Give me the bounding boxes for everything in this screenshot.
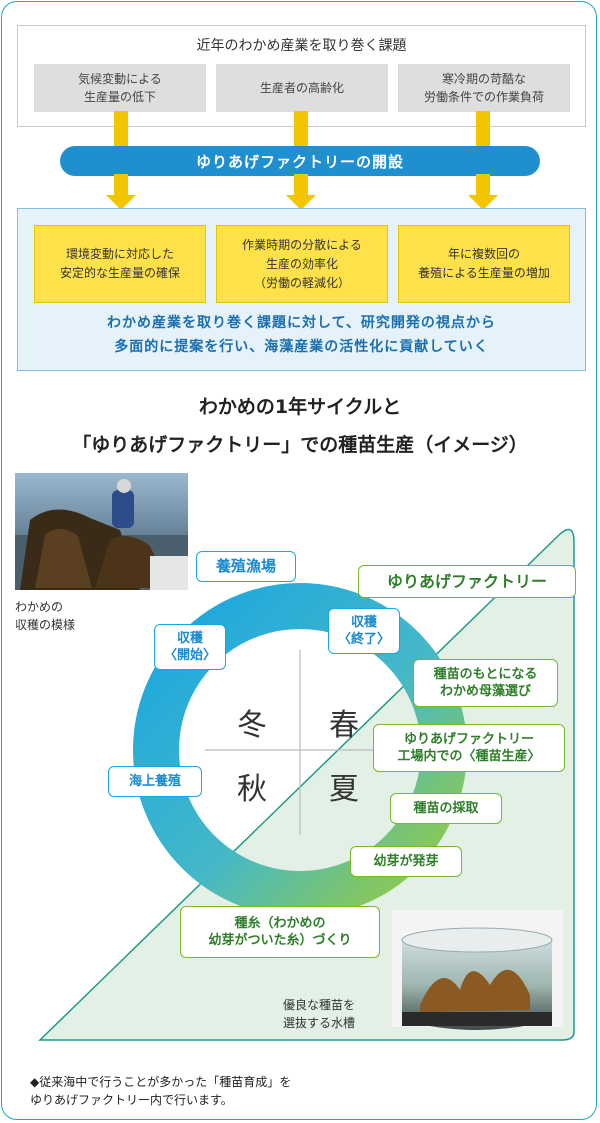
harvest-caption-line1: わかめの — [15, 600, 64, 614]
season-summer: 夏 — [329, 772, 359, 807]
seedling-line1: ゆりあげファクトリー — [403, 732, 534, 747]
harvest-end-label: 収穫〈終了〉 — [328, 608, 400, 654]
seedling-production-label: ゆりあげファクトリー工場内での〈種苗生産〉 — [373, 724, 565, 772]
footnote-line2: ゆりあげファクトリー内で行います。 — [30, 1093, 233, 1107]
issue-climate-line2: 生産量の低下 — [83, 90, 156, 104]
arrow-stem — [294, 174, 308, 196]
result-efficiency-line1: 作業時期の分散による — [242, 237, 362, 252]
arrow-down-icon — [106, 195, 136, 210]
issue-aging-line1: 生産者の高齢化 — [259, 81, 344, 95]
results-box: 環境変動に対応した安定的な生産量の確保 作業時期の分散による生産の効率化 （労働の… — [17, 208, 586, 371]
result-efficiency-line3: （労働の軽減化） — [253, 275, 350, 290]
tank-caption-line2: 選抜する水槽 — [283, 1016, 356, 1030]
harvest-start-line1: 収穫 — [176, 631, 203, 646]
issue-aging: 生産者の高齢化 — [216, 64, 388, 112]
harvest-end-line1: 収穫 — [350, 615, 377, 630]
issue-climate-line1: 気候変動による — [78, 72, 162, 86]
collection-label: 種苗の採取 — [390, 793, 502, 824]
harvest-end-line2: 〈終了〉 — [337, 632, 390, 647]
arrow-stem — [294, 111, 308, 149]
section-heading-line2: 「ゆりあげファクトリー」での種苗生産（イメージ） — [72, 434, 528, 456]
result-stable: 環境変動に対応した安定的な生産量の確保 — [34, 225, 206, 303]
season-autumn: 秋 — [237, 772, 267, 807]
tank-caption: 優良な種苗を 選抜する水槽 — [283, 996, 355, 1032]
summary-line1: わかめ産業を取り巻く課題に対して、研究開発の視点から — [107, 315, 496, 331]
harvest-start-label: 収穫〈開始〉 — [154, 624, 226, 670]
factory-opening-banner: ゆりあげファクトリーの開設 — [60, 146, 540, 176]
sea-culture-label: 海上養殖 — [108, 766, 202, 797]
harvest-caption: わかめの 収穫の模様 — [15, 598, 75, 634]
arrow-stem — [476, 174, 490, 196]
cycle-diagram — [15, 473, 575, 1041]
harvest-start-line2: 〈開始〉 — [163, 648, 216, 663]
mother-line1: 種苗のもとになる — [433, 667, 538, 682]
thread-line1: 種糸（わかめの — [234, 916, 326, 931]
arrow-stem — [114, 174, 128, 196]
harvest-photo — [15, 473, 188, 590]
result-multiple-line2: 養殖による生産量の増加 — [418, 266, 550, 280]
season-spring: 春 — [329, 708, 359, 743]
harvest-caption-line2: 収穫の模様 — [15, 618, 76, 632]
issues-title: 近年のわかめ産業を取り巻く課題 — [196, 38, 407, 54]
result-efficiency-line2: 生産の効率化 — [265, 256, 338, 271]
tank-caption-line1: 優良な種苗を — [283, 998, 356, 1012]
footnote: ◆従来海中で行うことが多かった「種苗育成」を ゆりあげファクトリー内で行います。 — [30, 1073, 291, 1109]
result-efficiency: 作業時期の分散による生産の効率化 （労働の軽減化） — [216, 225, 388, 303]
footnote-line1: ◆従来海中で行うことが多かった「種苗育成」を — [30, 1075, 292, 1089]
issue-labor-line1: 寒冷期の苛酷な — [441, 72, 526, 86]
results-summary: わかめ産業を取り巻く課題に対して、研究開発の視点から 多面的に提案を行い、海藻産… — [18, 311, 585, 359]
seedling-line2: 工場内での〈種苗生産〉 — [397, 749, 541, 764]
arrow-down-icon — [286, 195, 316, 210]
arrow-stem — [114, 111, 128, 149]
mother-selection-label: 種苗のもとになるわかめ母藻選び — [413, 659, 558, 707]
result-stable-line2: 安定的な生産量の確保 — [59, 266, 180, 280]
season-winter: 冬 — [237, 708, 267, 743]
factory-label: ゆりあげファクトリー — [358, 565, 576, 598]
result-stable-line1: 環境変動に対応した — [65, 247, 174, 261]
result-multiple-line1: 年に複数回の — [447, 247, 520, 261]
seed-thread-label: 種糸（わかめの幼芽がついた糸）づくり — [180, 906, 380, 958]
section-heading-line1: わかめの1年サイクルと — [198, 396, 402, 418]
issue-climate: 気候変動による生産量の低下 — [34, 64, 206, 112]
result-multiple: 年に複数回の養殖による生産量の増加 — [398, 225, 570, 303]
issue-labor: 寒冷期の苛酷な労働条件での作業負荷 — [398, 64, 570, 112]
germination-label: 幼芽が発芽 — [350, 846, 462, 877]
thread-line2: 幼芽がついた糸）づくり — [208, 933, 352, 948]
arrow-stem — [476, 111, 490, 149]
issue-labor-line2: 労働条件での作業負荷 — [423, 90, 544, 104]
arrow-down-icon — [468, 195, 498, 210]
mother-line2: わかめ母藻選び — [439, 684, 531, 699]
tank-photo — [392, 910, 563, 1030]
summary-line2: 多面的に提案を行い、海藻産業の活性化に貢献していく — [114, 339, 489, 355]
farm-label: 養殖漁場 — [196, 551, 296, 582]
